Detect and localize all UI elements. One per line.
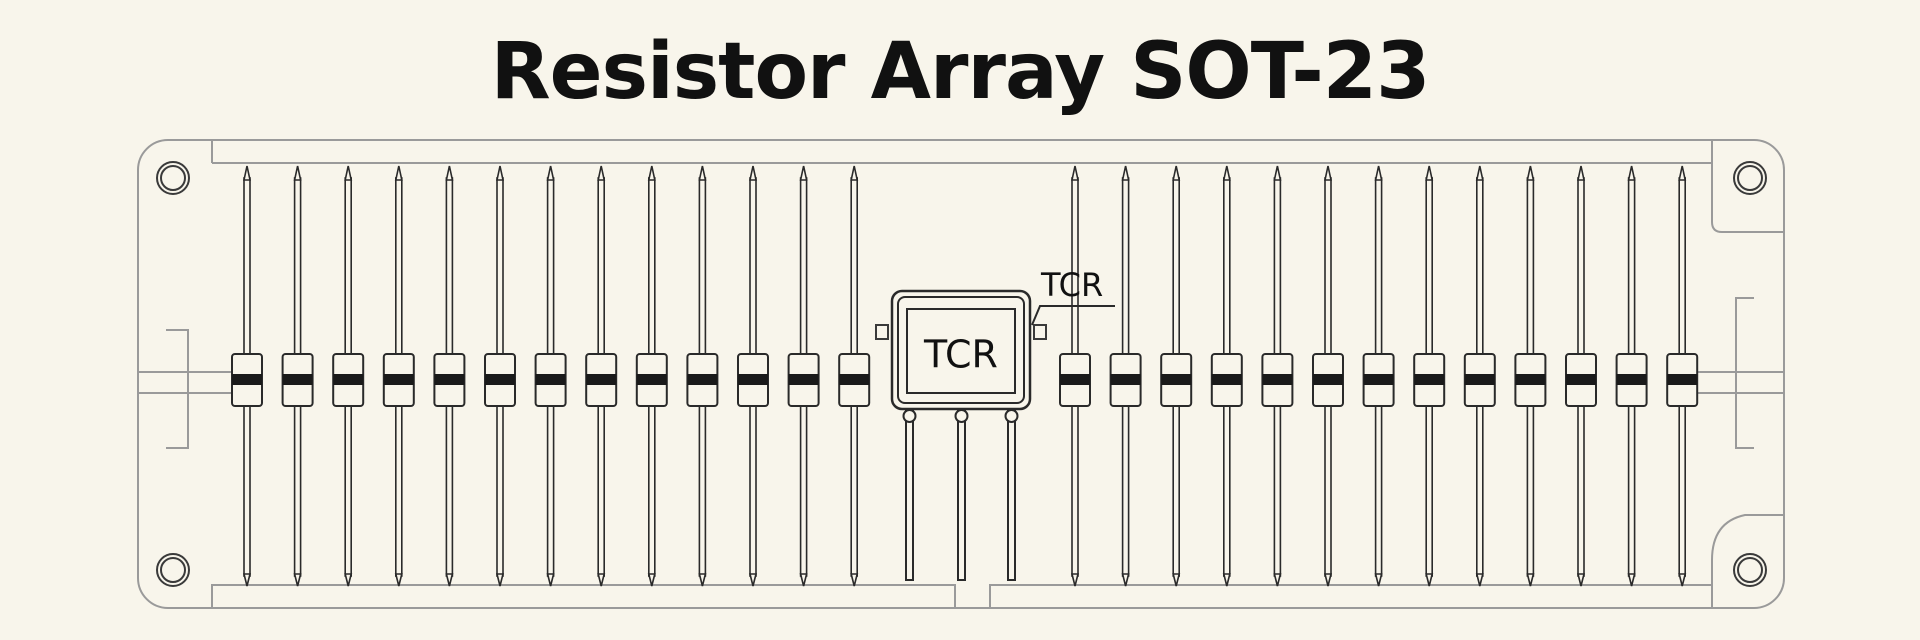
resistor bbox=[281, 165, 314, 587]
resistor bbox=[838, 165, 871, 587]
resistor bbox=[1210, 165, 1243, 587]
resistor bbox=[332, 165, 365, 587]
resistor bbox=[787, 165, 820, 587]
resistor bbox=[1362, 165, 1395, 587]
resistor bbox=[1413, 165, 1446, 587]
chip-label: TCR bbox=[923, 333, 998, 377]
callout-label: TCR bbox=[1040, 266, 1103, 304]
resistor bbox=[1059, 165, 1091, 587]
resistor bbox=[1615, 165, 1648, 587]
mounting-hole bbox=[156, 161, 190, 195]
resistor bbox=[1109, 165, 1142, 587]
resistor bbox=[1514, 165, 1547, 587]
resistor bbox=[1261, 165, 1294, 587]
resistor bbox=[1666, 165, 1699, 587]
resistor bbox=[433, 165, 466, 587]
resistor bbox=[686, 165, 719, 587]
board-outline bbox=[137, 139, 1785, 609]
tcr-chip: TCR bbox=[875, 289, 1047, 411]
resistor bbox=[1565, 165, 1597, 587]
diagram-title: Resistor Array SOT-23 bbox=[490, 27, 1431, 117]
resistor bbox=[534, 165, 567, 587]
resistor bbox=[1463, 165, 1496, 587]
chip-leg bbox=[1004, 409, 1019, 581]
resistor bbox=[382, 165, 415, 587]
resistor bbox=[585, 165, 618, 587]
mounting-hole bbox=[1733, 553, 1767, 587]
resistor bbox=[1312, 165, 1344, 587]
resistor bbox=[737, 165, 769, 587]
mounting-hole bbox=[1733, 161, 1767, 195]
resistor bbox=[1160, 165, 1193, 587]
tcr-callout: TCR bbox=[1031, 266, 1115, 326]
mounting-hole bbox=[156, 553, 190, 587]
chip-leg bbox=[902, 409, 917, 581]
resistor bbox=[231, 165, 263, 587]
resistor bbox=[484, 165, 516, 587]
resistor bbox=[635, 165, 668, 587]
chip-leg bbox=[954, 409, 969, 581]
resistor-group bbox=[231, 165, 1699, 587]
